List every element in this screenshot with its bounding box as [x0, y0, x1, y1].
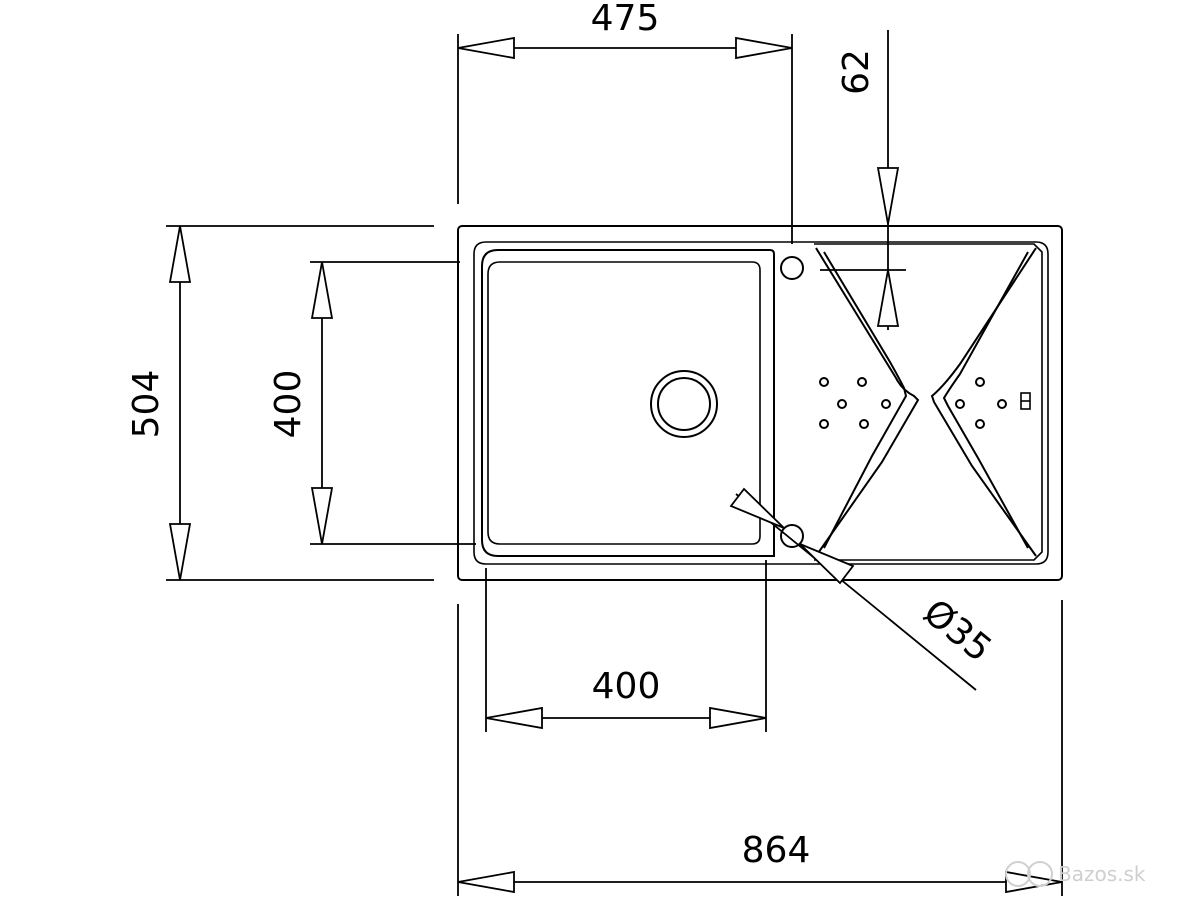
drain-icon — [650, 370, 718, 438]
dimension-overflow-diameter: Ø35 — [729, 487, 999, 691]
sink-bowl — [481, 249, 775, 557]
dimension-top-width: 475 — [457, 0, 793, 244]
dimension-drainer-offset-label: 62 — [836, 49, 877, 95]
dimension-bowl-width-label: 400 — [592, 666, 661, 707]
dimension-bowl-width: 400 — [485, 560, 767, 732]
drainer-holes — [819, 377, 1007, 429]
watermark-text: Bazos.sk — [1058, 862, 1146, 886]
dimension-bowl-depth: 400 — [268, 261, 476, 545]
dimension-top-width-label: 475 — [591, 0, 660, 39]
drainer-board — [814, 243, 1043, 561]
sink-outline — [457, 225, 1063, 581]
bazos-logo-icon — [1005, 861, 1053, 887]
dimension-overall-width-label: 864 — [742, 830, 811, 871]
overflow-hole-icon — [780, 524, 804, 548]
dimension-overflow-diameter-label: Ø35 — [916, 592, 999, 671]
watermark: Bazos.sk — [1005, 861, 1146, 887]
dimension-overall-depth-label: 504 — [126, 370, 167, 439]
drainer-mark-icon — [1020, 392, 1031, 410]
tap-hole-icon — [780, 256, 804, 280]
dimension-bowl-depth-label: 400 — [268, 370, 309, 439]
dimension-overall-depth: 504 — [126, 225, 434, 581]
dimension-drainer-offset: 62 — [820, 30, 906, 330]
dimension-overall-width: 864 — [457, 600, 1063, 896]
